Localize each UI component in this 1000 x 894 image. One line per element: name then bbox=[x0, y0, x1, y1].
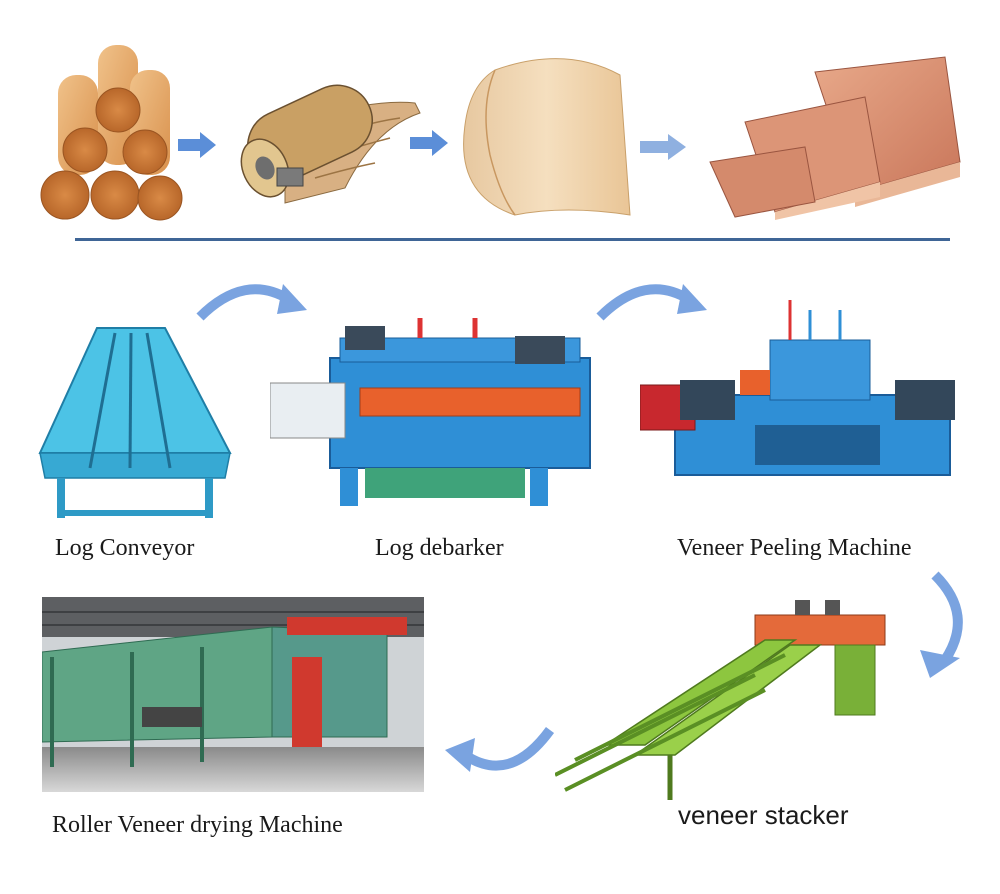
veneer-roll-image bbox=[463, 58, 631, 216]
veneer-peeling-machine-image bbox=[640, 300, 955, 476]
log-pile-image bbox=[40, 45, 183, 221]
plywood-boards-image bbox=[709, 56, 961, 220]
log-peeling-image bbox=[240, 84, 421, 204]
arrow-right-icon bbox=[410, 130, 448, 156]
arrow-curved-left-icon bbox=[445, 727, 555, 772]
machine-label-log-conveyor: Log Conveyor bbox=[55, 535, 195, 561]
machine-label-veneer-stacker: veneer stacker bbox=[678, 800, 849, 830]
roller-veneer-drying-machine-image bbox=[42, 597, 424, 792]
veneer-stacker-image bbox=[555, 600, 886, 800]
arrow-curved-down-icon bbox=[920, 571, 963, 678]
log-debarker-image bbox=[270, 318, 591, 506]
arrow-curved-icon bbox=[596, 284, 707, 321]
section-divider bbox=[75, 238, 950, 241]
machine-label-roller-veneer-drying-machine: Roller Veneer drying Machine bbox=[52, 812, 343, 838]
log-conveyor-image bbox=[38, 327, 232, 518]
arrow-right-icon bbox=[178, 132, 216, 158]
machine-label-log-debarker: Log debarker bbox=[375, 535, 504, 561]
machine-label-veneer-peeling-machine: Veneer Peeling Machine bbox=[677, 535, 912, 561]
arrow-right-icon bbox=[640, 134, 686, 160]
arrow-curved-icon bbox=[196, 284, 307, 321]
